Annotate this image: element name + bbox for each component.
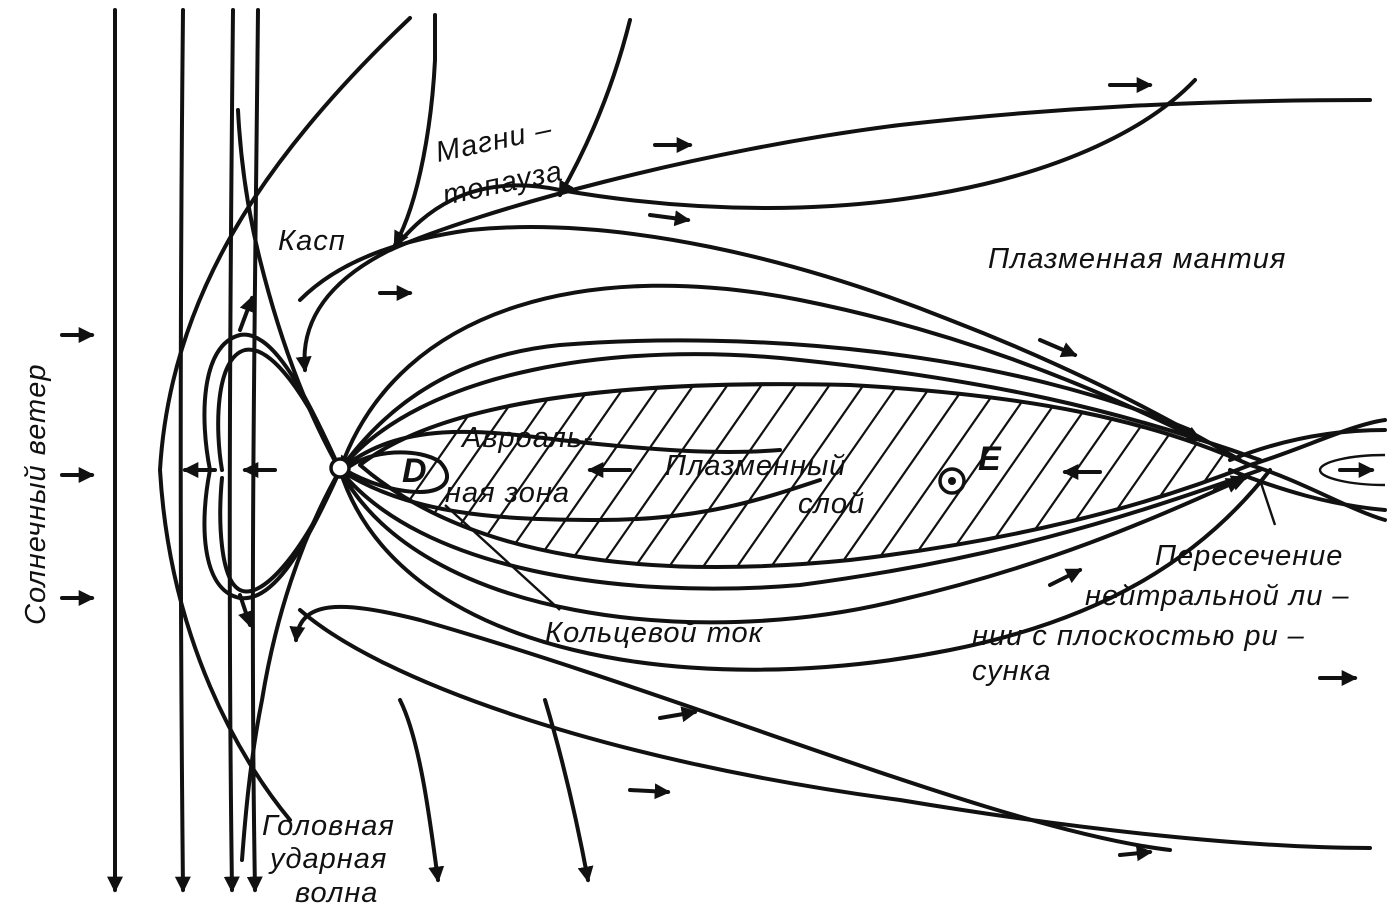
label-point-e: E bbox=[978, 440, 1002, 478]
label-bow-shock-2: ударная bbox=[268, 843, 387, 875]
label-bow-shock-1: Головная bbox=[262, 810, 395, 842]
label-neutral-line-2: нейтральной ли – bbox=[1085, 580, 1350, 612]
label-auroral-zone-2: ная зона bbox=[445, 477, 570, 509]
label-point-d: D bbox=[402, 452, 428, 490]
solar-wind-field-lines bbox=[115, 10, 258, 890]
label-solar-wind: Солнечный ветер bbox=[20, 364, 52, 625]
label-bow-shock-3: волна bbox=[295, 877, 378, 909]
earth-icon bbox=[331, 459, 349, 477]
label-ring-current: Кольцевой ток bbox=[545, 617, 764, 649]
label-plasma-sheet-1: Плазменный bbox=[665, 450, 846, 482]
label-cusp: Касп bbox=[278, 225, 346, 257]
dayside-loops bbox=[204, 110, 340, 860]
solar-wind-arrows bbox=[62, 335, 92, 598]
label-neutral-line-3: нии с плоскостью ри – bbox=[972, 620, 1305, 652]
label-plasma-mantle: Плазменная мантия bbox=[988, 243, 1286, 275]
bow-shock bbox=[160, 18, 410, 820]
label-neutral-line-1: Пересечение bbox=[1155, 540, 1343, 572]
label-auroral-zone-1: Авроаль- bbox=[460, 422, 594, 454]
label-neutral-line-4: сунка bbox=[972, 655, 1051, 687]
point-e-marker-icon bbox=[940, 469, 964, 493]
label-plasma-sheet-2: слой bbox=[798, 488, 865, 520]
